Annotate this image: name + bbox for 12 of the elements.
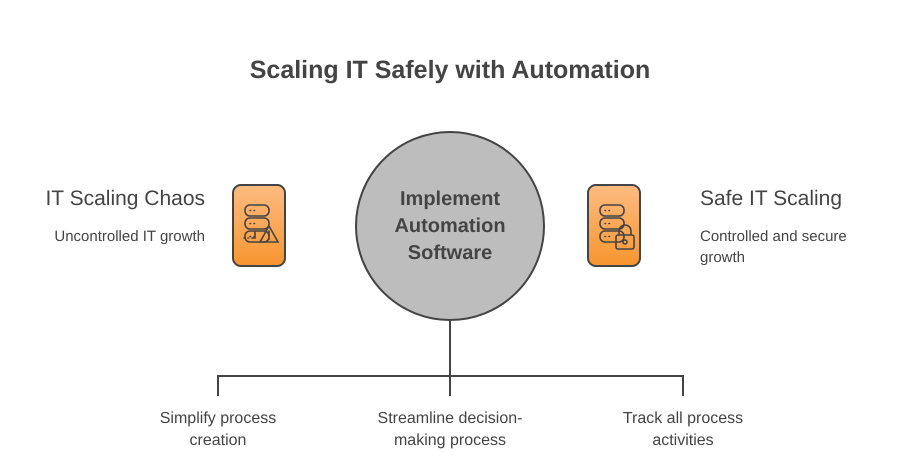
connector-line: [449, 321, 684, 396]
circle-label: Implement Automation Software: [393, 186, 507, 266]
icon-box: [232, 184, 286, 267]
description: Uncontrolled IT growth: [53, 227, 205, 247]
branch-label: Simplify process creation: [158, 409, 278, 451]
title: Scaling IT Safely with Automation: [248, 56, 652, 85]
heading: Safe IT Scaling: [700, 186, 844, 212]
description: Controlled and secure growth: [700, 227, 848, 268]
branch-label: Streamline decision-making process: [376, 409, 524, 451]
icon-box: [587, 184, 641, 267]
branch-label: Track all process activities: [622, 409, 744, 451]
heading: IT Scaling Chaos: [44, 186, 205, 212]
